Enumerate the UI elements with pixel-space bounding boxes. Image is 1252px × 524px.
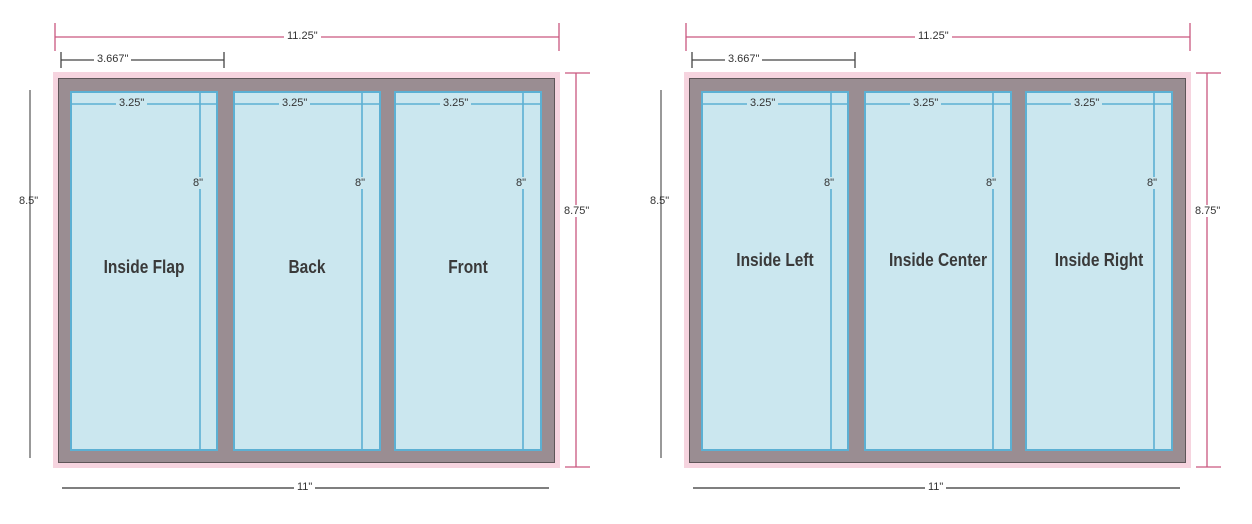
trifold-inside-diagram: 11.25" 3.667" 8.5" 8.75" 11" 3.25" 3.25"… [631, 0, 1252, 524]
dimension-lines [29, 23, 590, 489]
panel-height-label: 8" [190, 177, 207, 189]
panel-width-label: 3.25" [116, 97, 148, 109]
panel-width-label: 3.25" [910, 97, 942, 109]
trifold-outside-diagram: 11.25" 3.667" 8.5" 8.75" 11" 3.25" 3.25"… [19, 23, 593, 493]
panel-width-label: 3.25" [1071, 97, 1103, 109]
flap-width-label: 3.667" [94, 53, 132, 65]
panel-label-back: Back [288, 257, 326, 277]
total-width-label: 11.25" [915, 30, 952, 42]
panel-height-label: 8" [821, 177, 838, 189]
flap-width-line [691, 52, 856, 68]
panel-label-inside-center: Inside Center [888, 250, 988, 270]
bleed-height-label: 8.75" [561, 205, 593, 217]
panel-height-label: 8" [352, 177, 369, 189]
trim-height-label: 8.5" [19, 195, 39, 207]
total-width-label: 11.25" [284, 30, 321, 42]
panel-inside-right [1025, 91, 1173, 451]
panel-label-inside-left: Inside Left [736, 250, 814, 270]
panel-height-label: 8" [1144, 177, 1161, 189]
panel-height-label: 8" [983, 177, 1000, 189]
bleed-height-line [565, 72, 590, 468]
panel-label-front: Front [448, 257, 488, 277]
panel-label-inside-right: Inside Right [1054, 250, 1144, 270]
trim-height-label: 8.5" [650, 195, 670, 207]
panel-guides [703, 93, 1171, 449]
panel-guides [72, 93, 540, 449]
panel-label-inside-flap: Inside Flap [103, 257, 185, 277]
flap-width-label: 3.667" [725, 53, 763, 65]
panel-width-label: 3.25" [440, 97, 472, 109]
panel-width-label: 3.25" [279, 97, 311, 109]
panel-width-label: 3.25" [747, 97, 779, 109]
panel-inside-left [701, 91, 849, 451]
panel-inside-center [864, 91, 1012, 451]
panel-inside-flap [70, 91, 218, 451]
bleed-height-label: 8.75" [1192, 205, 1224, 217]
panel-height-label: 8" [513, 177, 530, 189]
trim-width-label: 11" [294, 481, 316, 493]
panel-front [394, 91, 542, 451]
bleed-height-line [1196, 72, 1221, 468]
panel-back [233, 91, 381, 451]
flap-width-line [60, 52, 225, 68]
trim-width-label: 11" [925, 481, 947, 493]
